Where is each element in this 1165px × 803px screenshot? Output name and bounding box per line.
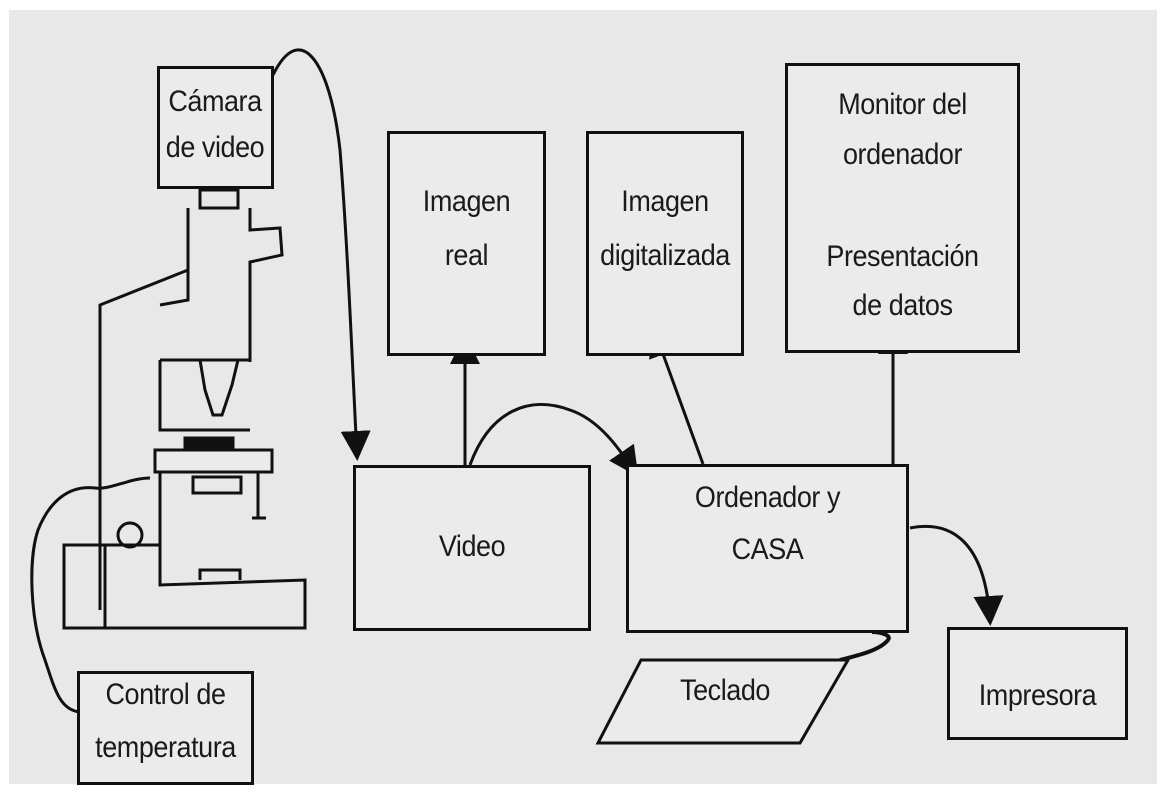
keyboard-label: Teclado (680, 674, 770, 707)
cable-temperature (30, 476, 151, 714)
monitor-label-line2: ordenador (842, 138, 963, 171)
computer-label-line2: CASA (731, 533, 804, 566)
real-image-box (387, 131, 546, 356)
camera-box (157, 66, 274, 189)
camera-label-line2: de video (165, 131, 265, 164)
digital-image-box (586, 131, 744, 356)
video-label: Video (438, 530, 506, 563)
printer-box (947, 627, 1128, 740)
monitor-label-line3: Presentación (826, 240, 979, 273)
monitor-label-line1: Monitor del (838, 88, 967, 121)
video-box (353, 465, 591, 631)
camera-label-line1: Cámara (168, 85, 262, 118)
printer-label: Impresora (978, 679, 1097, 712)
arrow-camera-to-video (271, 48, 371, 461)
digital-image-label-line2: digitalizada (600, 239, 730, 272)
temperature-label-line2: temperatura (95, 731, 236, 764)
microscope-icon (62, 188, 307, 630)
computer-box (626, 464, 909, 633)
real-image-label-line2: real (444, 239, 489, 272)
arrow-computer-to-printer (909, 524, 1004, 626)
temperature-label-line1: Control de (105, 678, 226, 711)
connectors (30, 48, 1004, 714)
digital-image-label-line1: Imagen (621, 185, 709, 218)
computer-label-line1: Ordenador y (694, 481, 841, 514)
monitor-label-line4: de datos (852, 289, 953, 322)
arrow-video-to-computer (468, 403, 639, 477)
monitor-box (785, 63, 1020, 353)
real-image-label-line1: Imagen (422, 185, 511, 218)
temperature-box (77, 671, 254, 785)
